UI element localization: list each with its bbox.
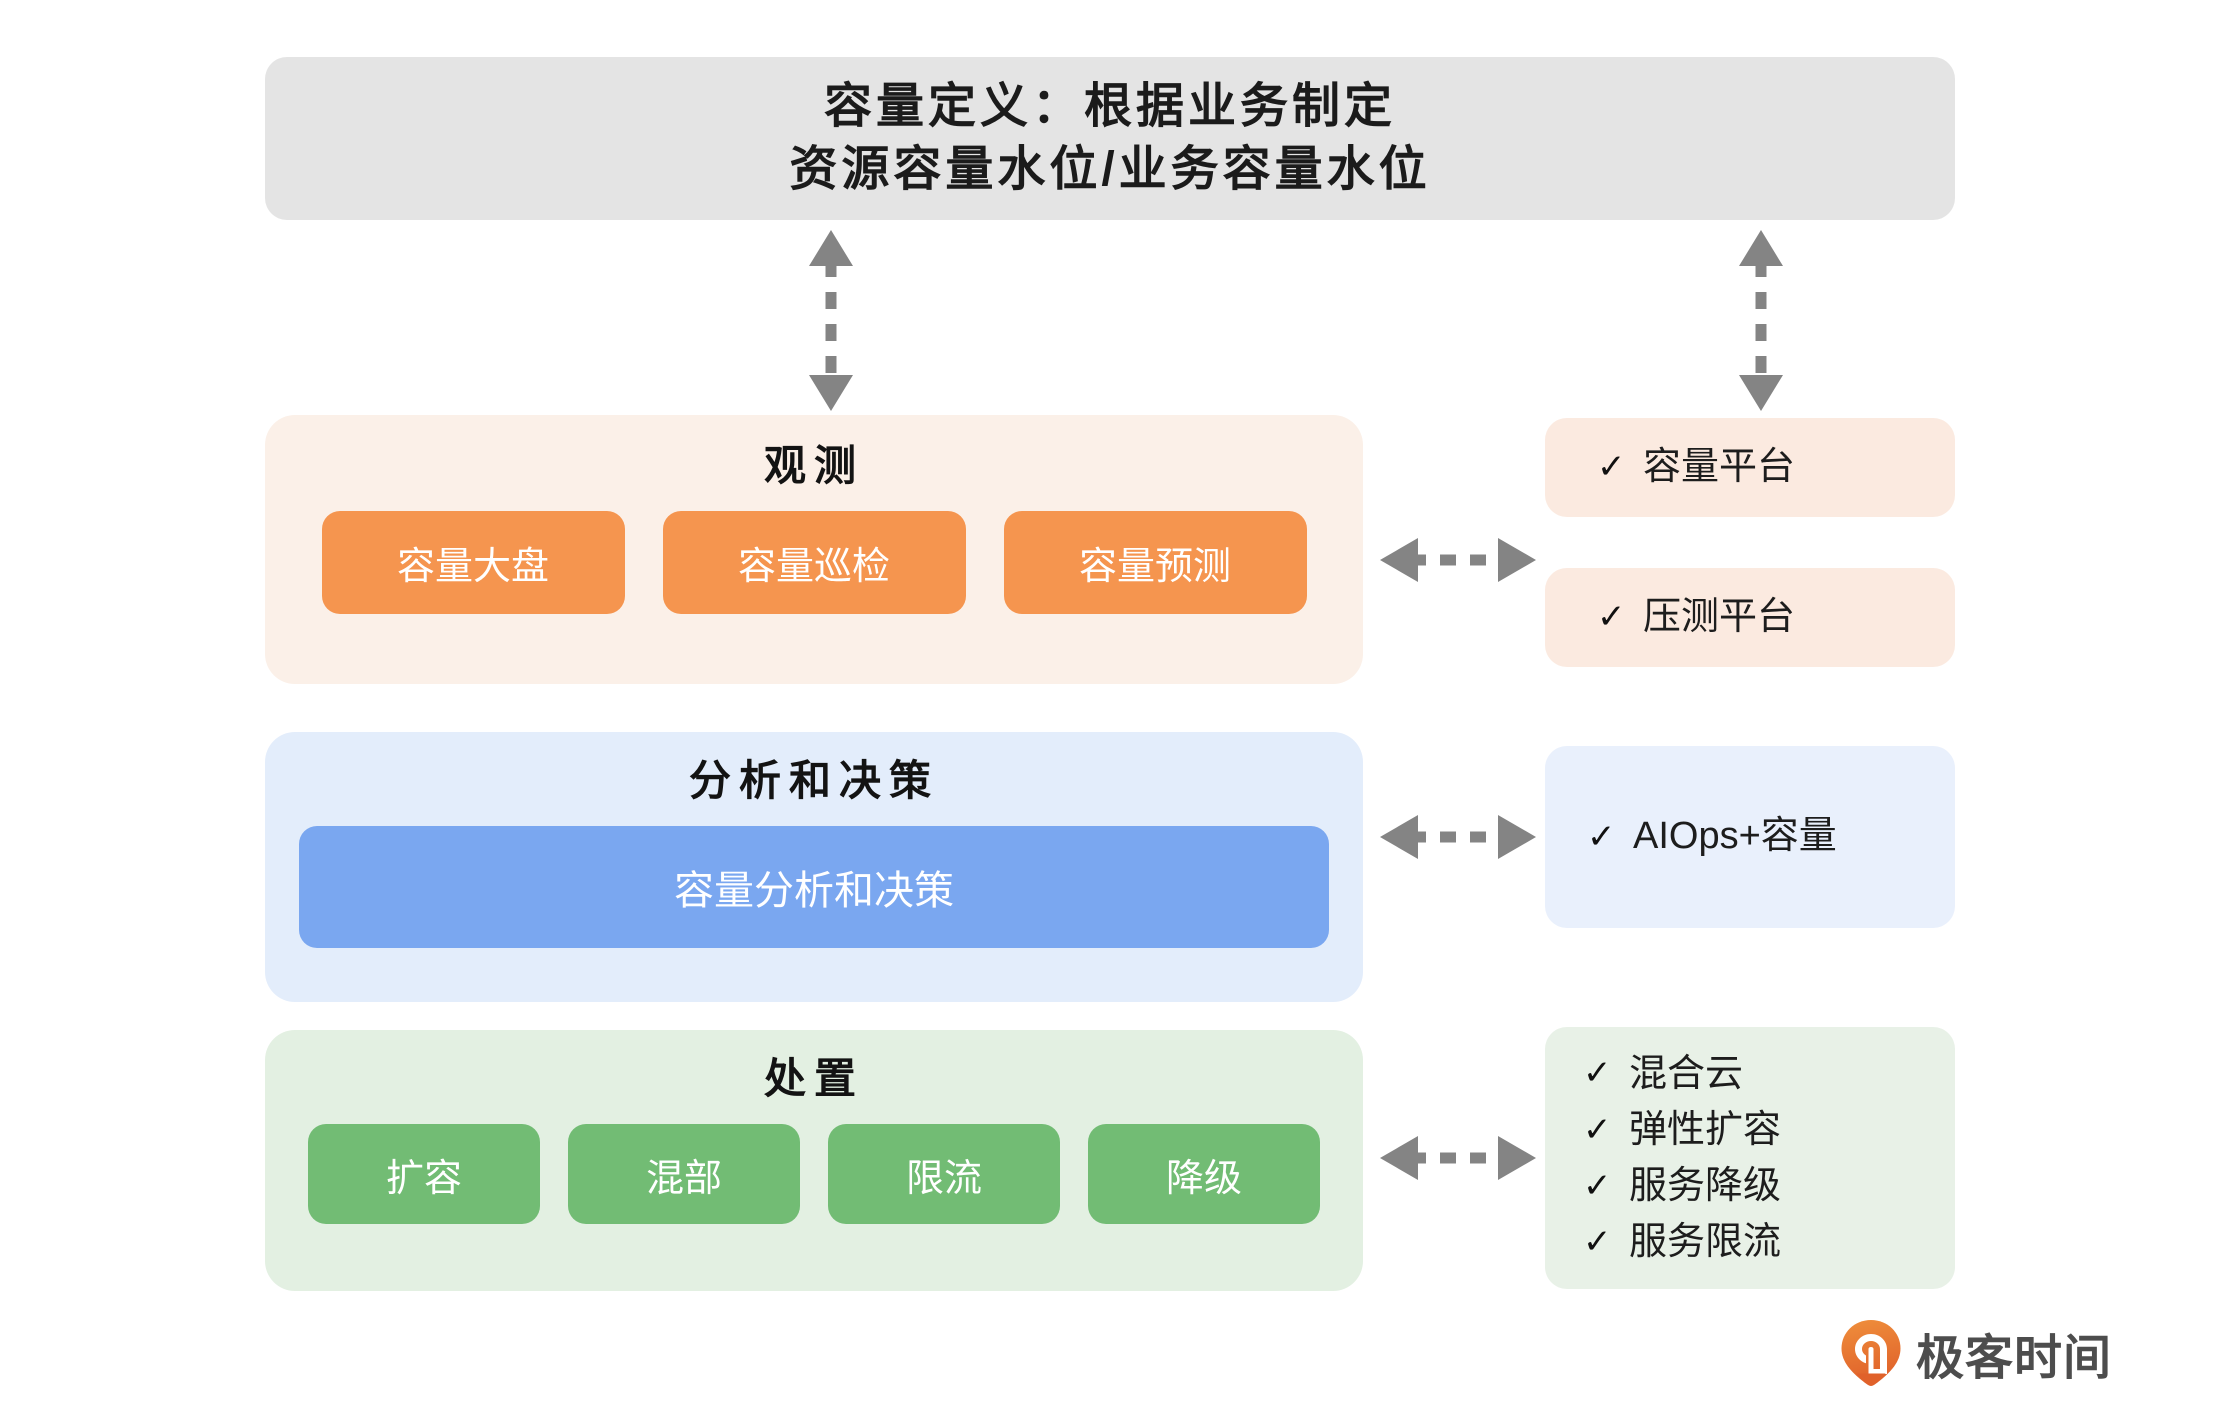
stage-panel-analyse: 分析和决策 容量分析和决策 — [265, 732, 1363, 1002]
brand-wordmark: 极客时间 — [1916, 1332, 2113, 1385]
arrow-observe-to-platforms — [1380, 538, 1536, 582]
chip-capacity-analysis-decision[interactable]: 容量分析和决策 — [299, 826, 1329, 949]
side-line-elastic-scaling: ✓ 弹性扩容 — [1583, 1102, 1955, 1158]
side-card-capacity-platform[interactable]: ✓ 容量平台 — [1545, 418, 1955, 517]
check-icon: ✓ — [1587, 817, 1616, 856]
side-label-capacity-platform: 容量平台 — [1643, 445, 1796, 488]
side-label-stress-platform: 压测平台 — [1643, 595, 1796, 638]
check-icon: ✓ — [1597, 598, 1626, 637]
check-icon: ✓ — [1583, 1223, 1612, 1262]
check-icon: ✓ — [1597, 448, 1626, 487]
chip-colocation[interactable]: 混部 — [568, 1124, 800, 1225]
banner-line-2: 资源容量水位/业务容量水位 — [789, 142, 1431, 196]
arrow-banner-to-observe — [809, 230, 853, 411]
capacity-definition-banner: 容量定义：根据业务制定 资源容量水位/业务容量水位 — [265, 57, 1955, 220]
arrow-analyse-to-aiops — [1380, 815, 1536, 859]
observe-chip-row: 容量大盘 容量巡检 容量预测 — [265, 511, 1363, 615]
arrow-banner-to-capacity-platform — [1739, 230, 1783, 411]
check-icon: ✓ — [1583, 1110, 1612, 1149]
brand-logo: 极客时间 — [1840, 1318, 2112, 1388]
side-line-capacity-platform: ✓ 容量平台 — [1597, 441, 1955, 495]
side-card-dispose-capabilities[interactable]: ✓ 混合云 ✓ 弹性扩容 ✓ 服务降级 ✓ 服务限流 — [1545, 1027, 1955, 1289]
stage-title-analyse: 分析和决策 — [688, 757, 939, 804]
side-label-service-rate-limit: 服务限流 — [1629, 1221, 1782, 1264]
side-label-elastic-scaling: 弹性扩容 — [1629, 1108, 1782, 1151]
side-line-service-degradation: ✓ 服务降级 — [1583, 1158, 1955, 1214]
dispose-chip-row: 扩容 混部 限流 降级 — [265, 1124, 1363, 1225]
side-line-hybrid-cloud: ✓ 混合云 — [1583, 1046, 1955, 1102]
chip-rate-limit[interactable]: 限流 — [828, 1124, 1060, 1225]
banner-line-1: 容量定义：根据业务制定 — [823, 80, 1396, 134]
side-label-service-degradation: 服务降级 — [1629, 1165, 1782, 1207]
side-line-aiops: ✓ AIOps+容量 — [1587, 810, 1955, 864]
chip-capacity-inspection[interactable]: 容量巡检 — [662, 511, 966, 615]
check-icon: ✓ — [1583, 1054, 1612, 1093]
chip-capacity-dashboard[interactable]: 容量大盘 — [321, 511, 625, 615]
chip-degrade[interactable]: 降级 — [1088, 1124, 1320, 1225]
geekbang-logo-icon — [1841, 1320, 1901, 1386]
chip-scale-out[interactable]: 扩容 — [308, 1124, 540, 1225]
side-label-hybrid-cloud: 混合云 — [1629, 1052, 1744, 1095]
side-card-stress-platform[interactable]: ✓ 压测平台 — [1545, 568, 1955, 667]
arrow-dispose-to-capabilities — [1380, 1136, 1536, 1180]
side-card-aiops[interactable]: ✓ AIOps+容量 — [1545, 746, 1955, 928]
side-line-service-rate-limit: ✓ 服务限流 — [1583, 1214, 1955, 1270]
chip-capacity-forecast[interactable]: 容量预测 — [1003, 511, 1307, 615]
stage-title-observe: 观测 — [763, 442, 864, 489]
stage-title-dispose: 处置 — [763, 1055, 864, 1102]
stage-panel-observe: 观测 容量大盘 容量巡检 容量预测 — [265, 415, 1363, 684]
side-label-aiops: AIOps+容量 — [1633, 815, 1837, 858]
side-line-stress-platform: ✓ 压测平台 — [1597, 591, 1955, 645]
check-icon: ✓ — [1583, 1166, 1612, 1205]
stage-panel-dispose: 处置 扩容 混部 限流 降级 — [265, 1030, 1363, 1291]
